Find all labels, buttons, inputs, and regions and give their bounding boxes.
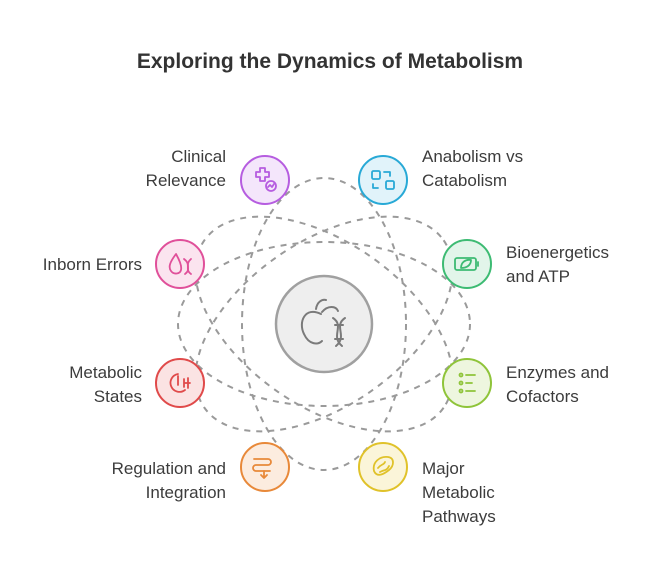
label-line: States: [93, 387, 142, 406]
label-line: Metabolic: [422, 483, 495, 502]
pathway-organ-icon: [372, 456, 394, 476]
label-line: Clinical: [171, 147, 226, 166]
label-line: Anabolism vs: [422, 147, 524, 166]
label-enzymes-cofactors: Enzymes and Cofactors: [506, 361, 656, 409]
label-line: Pathways: [422, 507, 496, 526]
label-line: Catabolism: [422, 171, 508, 190]
flow-arrows-icon: [252, 458, 272, 479]
label-bioenergetics-atp: Bioenergetics and ATP: [506, 241, 656, 289]
label-anabolism-catabolism: Anabolism vs Catabolism: [422, 145, 582, 193]
battery-leaf-icon: [454, 257, 479, 271]
node-clinical-relevance: [240, 155, 290, 205]
label-line: Enzymes and: [506, 363, 609, 382]
center-hub: [274, 274, 374, 374]
orbit-ellipse: [177, 241, 471, 407]
label-line: Inborn Errors: [42, 255, 142, 274]
list-icon: [458, 372, 476, 394]
label-line: Major: [422, 459, 465, 478]
label-line: and ATP: [506, 267, 570, 286]
page-title: Exploring the Dynamics of Metabolism: [136, 50, 524, 73]
label-line: Relevance: [145, 171, 226, 190]
label-inborn-errors: Inborn Errors: [0, 253, 142, 277]
node-enzymes-cofactors: [442, 358, 492, 408]
node-metabolic-states: [155, 358, 205, 408]
orbit-ellipse: [194, 215, 454, 433]
label-regulation-integration: Regulation and Integration: [66, 457, 226, 505]
label-line: Regulation and: [111, 459, 226, 478]
orbit-ellipse: [194, 215, 454, 433]
label-line: Bioenergetics: [506, 243, 610, 262]
gauge-state-icon: [169, 373, 191, 393]
node-major-pathways: [358, 442, 408, 492]
node-bioenergetics-atp: [442, 239, 492, 289]
node-anabolism-catabolism: [358, 155, 408, 205]
apple-dna-icon: [300, 298, 346, 347]
medical-cross-chart-icon: [255, 167, 277, 192]
node-inborn-errors: [155, 239, 205, 289]
build-break-icon: [371, 170, 395, 190]
orbit-ellipse: [241, 177, 407, 471]
label-line: Cofactors: [506, 387, 579, 406]
node-regulation-integration: [240, 442, 290, 492]
label-line: Metabolic: [69, 363, 142, 382]
label-clinical-relevance: Clinical Relevance: [96, 145, 226, 193]
drop-dna-icon: [168, 253, 192, 275]
label-major-pathways: Major Metabolic Pathways: [422, 457, 572, 529]
label-line: Integration: [145, 483, 226, 502]
label-metabolic-states: Metabolic States: [0, 361, 142, 409]
